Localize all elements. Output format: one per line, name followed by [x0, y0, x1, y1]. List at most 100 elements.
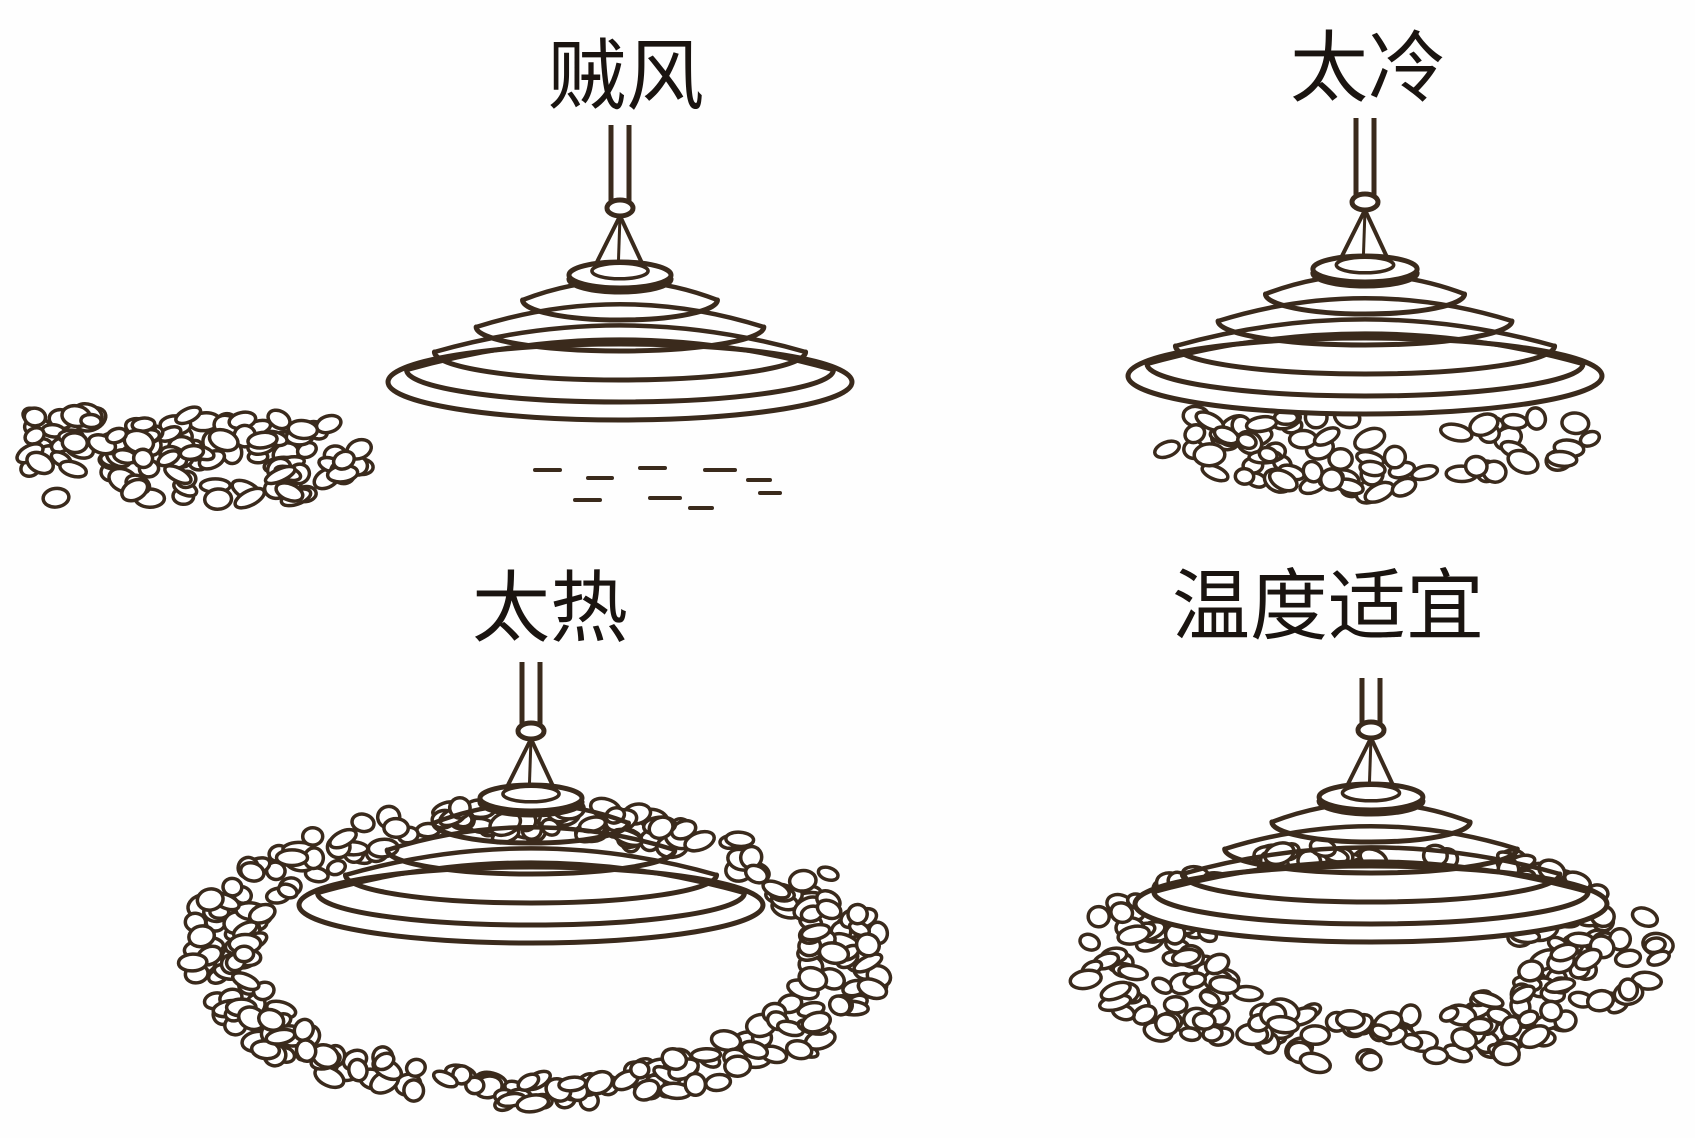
chick-icon — [257, 1007, 286, 1033]
cold-brooder-icon — [1125, 118, 1605, 417]
chick-icon — [274, 848, 310, 868]
chick-icon — [372, 1051, 396, 1072]
chick-icon — [1468, 412, 1500, 438]
chick-icon — [1509, 984, 1537, 1005]
chick-icon — [292, 1017, 316, 1042]
chick-icon — [1151, 976, 1174, 995]
chick-icon — [854, 932, 881, 958]
chick-icon — [286, 418, 320, 441]
chick-icon — [1312, 426, 1341, 447]
chick-icon — [230, 971, 261, 992]
draft-chick-group — [15, 401, 375, 511]
chick-icon — [516, 1072, 541, 1092]
chick-icon — [233, 486, 266, 510]
chick-icon — [1301, 459, 1324, 484]
chick-icon — [1410, 463, 1440, 482]
chick-icon — [104, 426, 129, 445]
chick-icon — [328, 827, 358, 850]
chick-icon — [1233, 466, 1256, 486]
chick-icon — [683, 829, 716, 853]
chick-icon — [683, 1071, 708, 1098]
chick-icon — [1525, 406, 1548, 431]
chick-icon — [1200, 463, 1230, 483]
chick-icon — [294, 1038, 318, 1063]
chick-icon — [1287, 428, 1318, 450]
chick-icon — [1257, 445, 1279, 464]
chick-icon — [1236, 432, 1258, 451]
chick-icon — [1208, 974, 1241, 996]
chick-icon — [1099, 980, 1132, 1002]
chick-icon — [1334, 1009, 1366, 1031]
chick-icon — [1153, 439, 1181, 460]
chick-icon — [515, 1093, 551, 1114]
draft-marks — [533, 466, 782, 510]
chick-icon — [1518, 1024, 1551, 1050]
chick-icon — [1078, 932, 1101, 952]
chick-icon — [60, 431, 90, 455]
chick-icon — [1116, 924, 1152, 946]
chick-icon — [1517, 959, 1545, 983]
chick-icon — [797, 965, 829, 992]
chick-icon — [1266, 1014, 1301, 1035]
chick-icon — [1585, 988, 1616, 1013]
hot-chick-group — [176, 796, 893, 1114]
chick-icon — [331, 449, 356, 471]
chick-icon — [174, 405, 203, 426]
chick-icon — [176, 952, 209, 973]
chick-icon — [761, 879, 792, 900]
chick-icon — [1198, 989, 1221, 1008]
chick-icon — [1470, 990, 1505, 1010]
chick-icon — [1545, 449, 1579, 469]
chick-icon — [195, 887, 225, 912]
chick-icon — [800, 1010, 832, 1034]
chick-icon — [1573, 947, 1603, 972]
chick-icon — [1327, 447, 1354, 471]
chick-icon — [1117, 963, 1149, 982]
panel-label-hot: 太热 — [472, 564, 629, 654]
chick-icon — [1182, 971, 1208, 990]
chick-icon — [1299, 1024, 1331, 1047]
chick-icon — [120, 477, 150, 503]
chick-icon — [1517, 1009, 1540, 1028]
chick-icon — [1154, 1012, 1180, 1037]
chick-icon — [207, 427, 240, 453]
panel-label-suitable: 温度适宜 — [1172, 562, 1485, 652]
chick-icon — [263, 464, 297, 486]
chick-icon — [1560, 411, 1591, 436]
chick-icon — [1617, 977, 1640, 1002]
chick-icon — [404, 1057, 427, 1078]
chick-icon — [221, 876, 244, 898]
chick-icon — [816, 865, 840, 883]
chick-icon — [1203, 952, 1231, 976]
chick-icon — [1543, 976, 1577, 994]
suitable-brooder-icon — [1132, 678, 1610, 945]
chick-icon — [856, 977, 889, 1001]
chick-icon — [238, 860, 266, 883]
brooder-lamps — [296, 118, 1610, 946]
chick-icon — [846, 902, 869, 926]
chick-icon — [1358, 459, 1387, 478]
chick-icon — [246, 430, 279, 450]
hot-brooder-icon — [296, 662, 766, 946]
chick-icon — [1500, 1014, 1523, 1039]
chick-icon — [1463, 454, 1489, 479]
chick-icon — [743, 863, 770, 885]
chick-icon — [402, 1078, 426, 1103]
chick-icon — [1500, 412, 1529, 431]
chick-icon — [276, 882, 299, 900]
chick-icon — [350, 812, 376, 834]
chick-icon — [1162, 994, 1189, 1015]
chick-icon — [22, 406, 48, 428]
chick-icon — [1191, 1011, 1217, 1031]
chick-icon — [1192, 442, 1227, 468]
chick-icon — [689, 1047, 723, 1063]
chick-icon — [1382, 444, 1408, 470]
chick-icon — [852, 952, 884, 974]
chick-icon — [300, 825, 325, 847]
cold-chick-group — [1153, 404, 1602, 505]
chick-icon — [1465, 1016, 1494, 1036]
draft-brooder-icon — [385, 125, 855, 423]
chick-icon — [1390, 476, 1418, 498]
chick-icon — [41, 486, 71, 509]
